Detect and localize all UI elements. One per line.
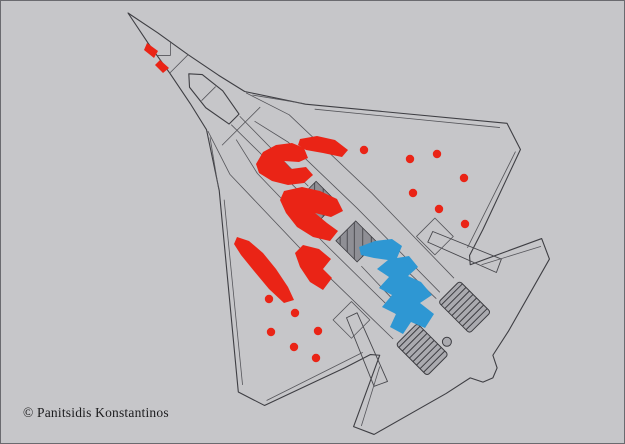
blue-highlight-region (359, 239, 434, 334)
leading-edge-flap-left (223, 199, 243, 385)
red-region-top-streak (298, 136, 348, 157)
red-dot (459, 173, 469, 183)
red-dot (460, 219, 470, 229)
side-bay-door-left (332, 301, 371, 339)
frame-line-aft-canopy (221, 106, 261, 146)
engine-nozzles (396, 281, 491, 376)
red-dot (313, 326, 323, 336)
leading-edge-flap-right (314, 108, 500, 128)
red-dot (432, 149, 442, 159)
radome-joint-line (169, 54, 189, 74)
red-dots (264, 145, 470, 363)
red-region-nose-2 (155, 60, 169, 73)
red-dot (405, 154, 415, 164)
red-region-left-wing-streak (234, 237, 294, 303)
red-region-nose-1 (144, 43, 158, 58)
nozzle-ribs (398, 325, 446, 373)
red-region-lower-tank (295, 245, 332, 290)
red-dot (311, 353, 321, 363)
flap-hinge-right (467, 151, 516, 248)
engine-nozzle-right (439, 281, 491, 333)
levcon-hinge-left (209, 137, 219, 189)
red-dot (359, 145, 369, 155)
vertical-tail-right (427, 231, 502, 273)
red-highlight-regions (144, 43, 348, 303)
red-dot (434, 204, 444, 214)
vertical-tails (346, 231, 502, 387)
bay-hatching (339, 222, 372, 260)
levcon-hinge-right (252, 94, 304, 104)
red-dot (266, 327, 276, 337)
canopy-outline (188, 73, 240, 125)
flap-hinge-left (266, 352, 363, 401)
tail-fairing (441, 336, 452, 347)
vertical-tail-left (346, 312, 388, 387)
red-dot (289, 342, 299, 352)
nose-chevron (156, 41, 171, 56)
red-dot (408, 188, 418, 198)
copyright-text: © Panitsidis Konstantinos (23, 405, 169, 420)
stabilator-hinge-left (360, 366, 381, 427)
engine-nozzle-left (396, 324, 448, 376)
duct-line-right-outer (245, 92, 455, 279)
nozzle-ribs (440, 283, 488, 331)
red-region-forward-tank (256, 143, 313, 185)
red-dot (264, 294, 274, 304)
red-dot (290, 308, 300, 318)
canopy-windshield-line (201, 86, 216, 101)
side-bay-door-right (416, 217, 454, 256)
canopy (188, 73, 240, 125)
red-region-mid-tank (280, 187, 343, 241)
stabilator-hinge-right (481, 245, 542, 266)
duct-line-left-outer (207, 130, 394, 340)
